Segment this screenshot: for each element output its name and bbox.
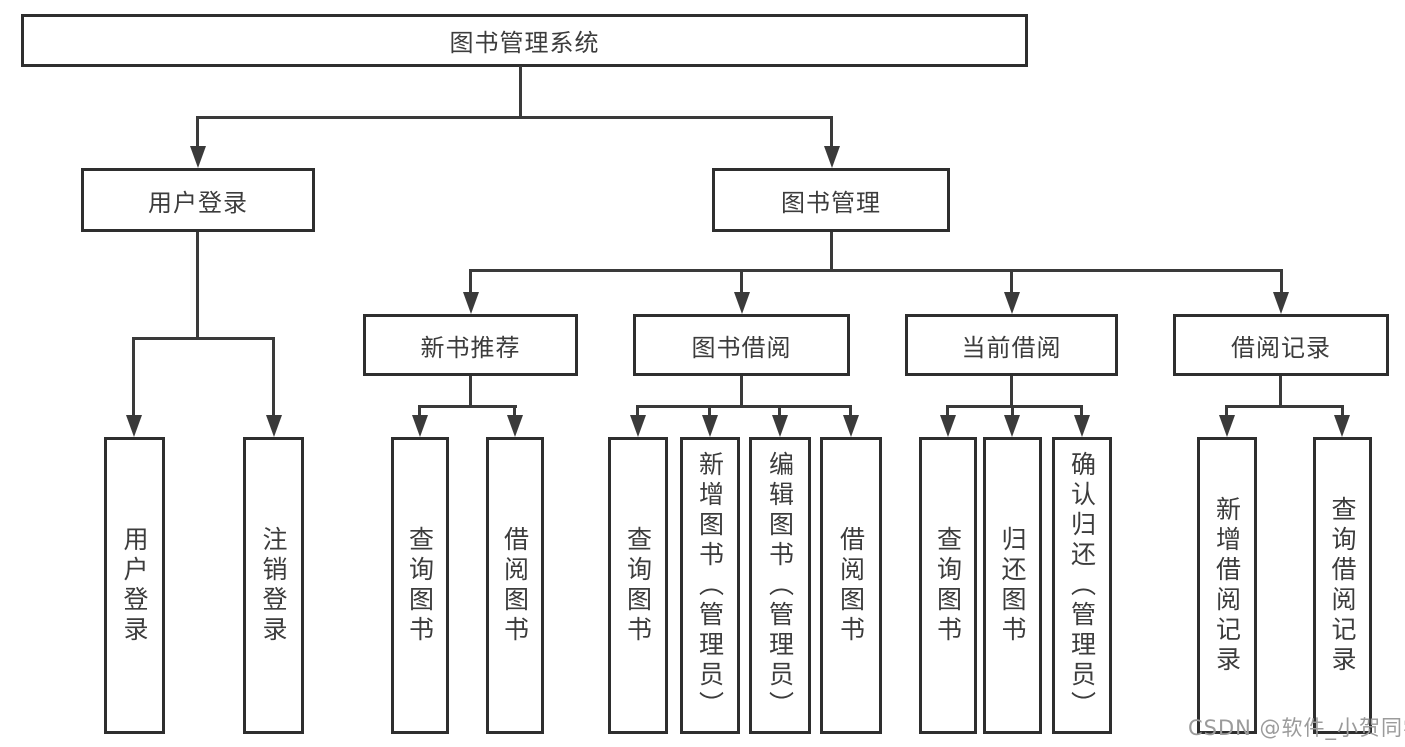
leaf-newbook-query-books: 查询图书 — [391, 437, 449, 734]
node-book-management: 图书管理 — [712, 168, 950, 232]
leaf-current-query-books-label: 查询图书 — [933, 525, 963, 646]
connector-line — [1280, 272, 1283, 293]
leaf-newbook-borrow-books-label: 借阅图书 — [500, 525, 530, 646]
leaf-current-confirm-return: 确认归还（管理员） — [1052, 437, 1112, 734]
arrow-down-icon — [1273, 292, 1289, 314]
node-book-borrow-label: 图书借阅 — [691, 333, 792, 362]
arrow-down-icon — [190, 146, 206, 168]
leaf-user-login: 用户登录 — [104, 437, 165, 734]
node-new-book-recommend-label: 新书推荐 — [420, 333, 521, 362]
connector-line — [513, 408, 516, 416]
arrow-down-icon — [1334, 415, 1350, 437]
leaf-newbook-query-books-label: 查询图书 — [405, 525, 435, 646]
arrow-down-icon — [734, 292, 750, 314]
connector-line — [849, 408, 852, 416]
connector-line — [636, 408, 639, 416]
arrow-down-icon — [1004, 292, 1020, 314]
leaf-current-return-books: 归还图书 — [983, 437, 1042, 734]
leaf-records-query-record-label: 查询借阅记录 — [1328, 495, 1357, 676]
leaf-logout-label: 注销登录 — [259, 525, 288, 646]
arrow-down-icon — [1074, 415, 1090, 437]
leaf-borrow-add-books: 新增图书（管理员） — [680, 437, 740, 734]
connector-line — [740, 272, 743, 293]
leaf-logout: 注销登录 — [243, 437, 304, 734]
node-root-label: 图书管理系统 — [449, 29, 600, 57]
node-root: 图书管理系统 — [21, 14, 1028, 67]
arrow-down-icon — [630, 415, 646, 437]
connector-line — [778, 408, 781, 416]
arrow-down-icon — [463, 292, 479, 314]
node-book-management-label: 图书管理 — [781, 188, 881, 217]
arrow-down-icon — [940, 415, 956, 437]
connector-line — [1225, 405, 1344, 408]
connector-line — [196, 119, 199, 147]
node-user-login-label: 用户登录 — [148, 188, 248, 217]
connector-line — [1225, 408, 1228, 416]
connector-line — [196, 116, 833, 119]
arrow-down-icon — [1219, 415, 1235, 437]
connector-line — [740, 376, 743, 408]
leaf-current-return-books-label: 归还图书 — [998, 525, 1027, 646]
node-borrow-records: 借阅记录 — [1173, 314, 1389, 376]
arrow-down-icon — [702, 415, 718, 437]
node-new-book-recommend: 新书推荐 — [363, 314, 578, 376]
leaf-borrow-borrow-books-label: 借阅图书 — [836, 525, 866, 646]
connector-line — [519, 66, 522, 119]
leaf-borrow-edit-books: 编辑图书（管理员） — [749, 437, 811, 734]
connector-line — [830, 232, 833, 272]
connector-line — [946, 408, 949, 416]
node-current-borrow: 当前借阅 — [905, 314, 1118, 376]
leaf-borrow-add-books-label: 新增图书（管理员） — [695, 450, 725, 721]
connector-line — [708, 408, 711, 416]
connector-line — [196, 232, 199, 340]
leaf-borrow-edit-books-label: 编辑图书（管理员） — [765, 450, 795, 721]
leaf-user-login-label: 用户登录 — [120, 525, 149, 646]
connector-line — [1279, 376, 1282, 408]
connector-line — [830, 119, 833, 147]
node-borrow-records-label: 借阅记录 — [1231, 333, 1331, 362]
arrow-down-icon — [772, 415, 788, 437]
node-current-borrow-label: 当前借阅 — [961, 333, 1062, 362]
connector-line — [946, 405, 1083, 408]
arrow-down-icon — [824, 146, 840, 168]
leaf-borrow-query-books: 查询图书 — [608, 437, 668, 734]
connector-line — [469, 272, 472, 293]
arrow-down-icon — [843, 415, 859, 437]
leaf-records-add-record: 新增借阅记录 — [1197, 437, 1257, 734]
arrow-down-icon — [1004, 415, 1020, 437]
connector-line — [132, 340, 135, 416]
node-book-borrow: 图书借阅 — [633, 314, 850, 376]
connector-line — [636, 405, 852, 408]
leaf-records-add-record-label: 新增借阅记录 — [1212, 495, 1242, 676]
leaf-records-query-record: 查询借阅记录 — [1313, 437, 1372, 734]
connector-line — [418, 405, 517, 408]
connector-line — [1341, 408, 1344, 416]
connector-line — [418, 408, 421, 416]
leaf-current-query-books: 查询图书 — [919, 437, 977, 734]
arrow-down-icon — [126, 415, 142, 437]
node-user-login: 用户登录 — [81, 168, 315, 232]
arrow-down-icon — [507, 415, 523, 437]
arrow-down-icon — [412, 415, 428, 437]
connector-line — [132, 337, 275, 340]
connector-line — [1010, 376, 1013, 408]
leaf-borrow-query-books-label: 查询图书 — [623, 525, 653, 646]
leaf-current-confirm-return-label: 确认归还（管理员） — [1067, 450, 1097, 721]
csdn-watermark: CSDN @软件_小贺同学 — [1188, 716, 1405, 740]
leaf-newbook-borrow-books: 借阅图书 — [486, 437, 544, 734]
connector-line — [469, 376, 472, 408]
arrow-down-icon — [266, 415, 282, 437]
connector-line — [272, 340, 275, 416]
connector-line — [1080, 408, 1083, 416]
connector-line — [469, 269, 1283, 272]
connector-line — [1010, 272, 1013, 293]
leaf-borrow-borrow-books: 借阅图书 — [820, 437, 882, 734]
connector-line — [1011, 408, 1014, 416]
